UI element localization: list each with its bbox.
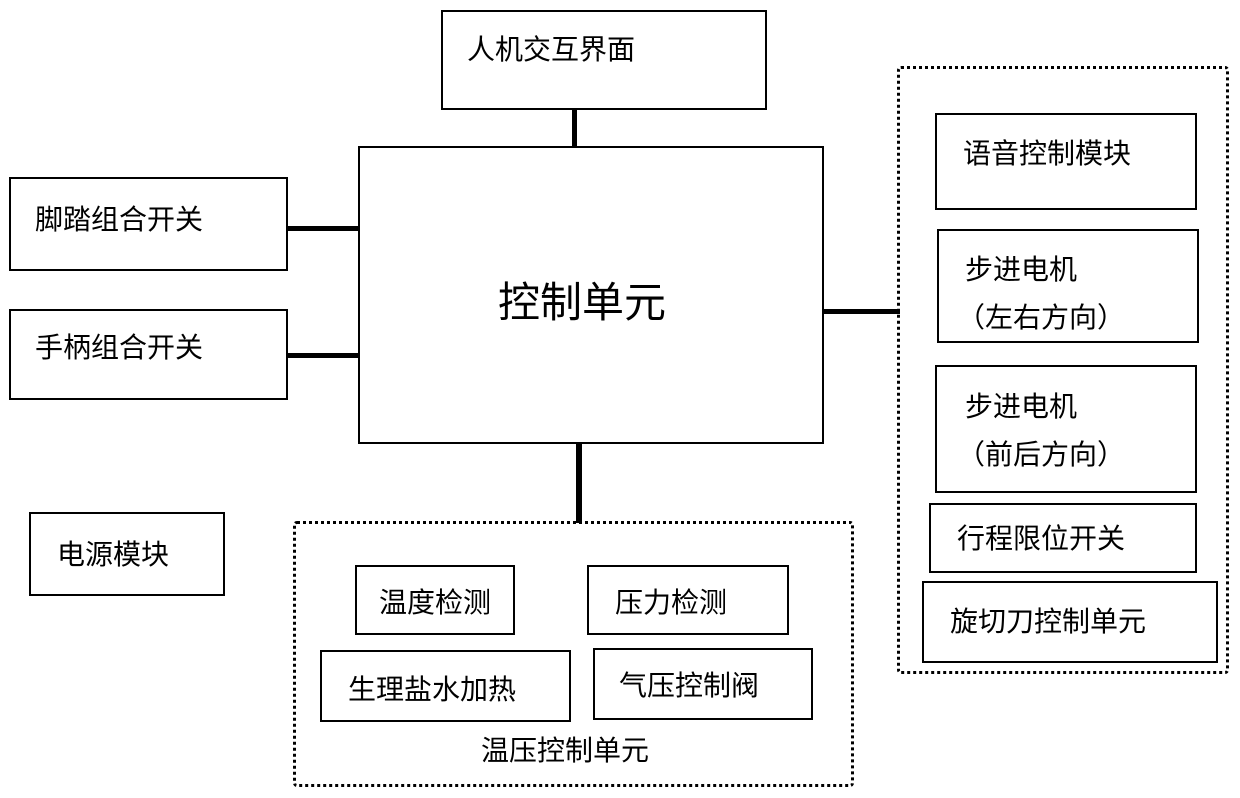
pressure-detect-label: 压力检测 [615,589,727,617]
voice-control-box: 语音控制模块 [935,113,1197,210]
connector-handle-switch-control [287,353,360,358]
handle-switch-box: 手柄组合开关 [9,309,288,400]
hmi-label: 人机交互界面 [467,36,635,64]
connector-hmi-control [572,110,577,148]
control-unit-box: 控制单元 [358,146,824,444]
foot-switch-box: 脚踏组合开关 [9,177,288,271]
power-module-box: 电源模块 [29,512,225,596]
stepper-fb-box: 步进电机 （前后方向） [935,365,1197,493]
temp-detect-label: 温度检测 [379,589,491,617]
voice-control-label: 语音控制模块 [963,140,1131,168]
stepper-lr-label-line1: 步进电机 [965,256,1077,284]
rotary-cutter-label: 旋切刀控制单元 [950,608,1146,636]
rotary-cutter-box: 旋切刀控制单元 [922,581,1218,663]
foot-switch-label: 脚踏组合开关 [35,206,203,234]
limit-switch-label: 行程限位开关 [957,525,1125,553]
pressure-detect-box: 压力检测 [587,565,789,635]
stepper-lr-label-line2: （左右方向） [957,304,1125,332]
connector-foot-switch-control [287,226,360,231]
temp-pressure-group-title: 温压控制单元 [481,737,649,765]
saline-heating-box: 生理盐水加热 [320,650,571,722]
air-valve-label: 气压控制阀 [619,672,759,700]
hmi-box: 人机交互界面 [441,10,767,110]
control-unit-label: 控制单元 [498,282,666,324]
stepper-fb-label-line2: （前后方向） [957,441,1125,469]
power-module-label: 电源模块 [57,541,169,569]
stepper-lr-box: 步进电机 （左右方向） [937,229,1199,343]
connector-control-right-group [822,309,900,314]
stepper-fb-label-line1: 步进电机 [965,393,1077,421]
handle-switch-label: 手柄组合开关 [35,334,203,362]
limit-switch-box: 行程限位开关 [929,503,1197,573]
saline-heating-label: 生理盐水加热 [348,676,516,704]
connector-control-temp-pressure [576,443,582,523]
temp-detect-box: 温度检测 [355,565,515,635]
air-valve-box: 气压控制阀 [593,648,813,720]
